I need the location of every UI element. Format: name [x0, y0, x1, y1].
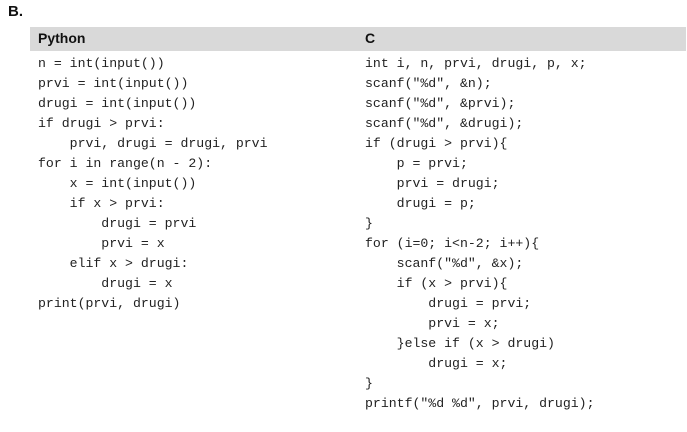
- code-line: }: [365, 216, 373, 231]
- code-line: elif x > drugi:: [38, 256, 189, 271]
- code-line: scanf("%d", &x);: [365, 256, 524, 271]
- code-line: int i, n, prvi, drugi, p, x;: [365, 56, 587, 71]
- code-line: scanf("%d", &n);: [365, 76, 492, 91]
- c-column-header: C: [365, 30, 376, 46]
- code-line: if x > prvi:: [38, 196, 165, 211]
- code-line: prvi = x;: [365, 316, 500, 331]
- code-line: drugi = prvi;: [365, 296, 532, 311]
- code-line: prvi, drugi = drugi, prvi: [38, 136, 268, 151]
- code-line: p = prvi;: [365, 156, 468, 171]
- code-line: printf("%d %d", prvi, drugi);: [365, 396, 595, 411]
- code-line: }: [365, 376, 373, 391]
- code-line: drugi = prvi: [38, 216, 197, 231]
- code-line: scanf("%d", &drugi);: [365, 116, 524, 131]
- code-line: for i in range(n - 2):: [38, 156, 213, 171]
- code-line: prvi = x: [38, 236, 165, 251]
- python-code-block: n = int(input()) prvi = int(input()) drugi…: [38, 54, 268, 314]
- code-line: prvi = drugi;: [365, 176, 500, 191]
- code-line: drugi = int(input()): [38, 96, 197, 111]
- code-line: drugi = x;: [365, 356, 508, 371]
- code-line: }else if (x > drugi): [365, 336, 555, 351]
- python-column-header: Python: [38, 30, 86, 46]
- code-line: print(prvi, drugi): [38, 296, 181, 311]
- code-line: for (i=0; i<n-2; i++){: [365, 236, 540, 251]
- table-header-bar: [30, 27, 686, 51]
- code-line: drugi = p;: [365, 196, 476, 211]
- c-code-block: int i, n, prvi, drugi, p, x; scanf("%d", …: [365, 54, 595, 414]
- code-line: if (drugi > prvi){: [365, 136, 508, 151]
- section-label: B.: [8, 3, 23, 20]
- code-line: scanf("%d", &prvi);: [365, 96, 516, 111]
- code-line: x = int(input()): [38, 176, 197, 191]
- code-line: n = int(input()): [38, 56, 165, 71]
- code-line: drugi = x: [38, 276, 173, 291]
- code-line: prvi = int(input()): [38, 76, 189, 91]
- code-line: if (x > prvi){: [365, 276, 508, 291]
- code-line: if drugi > prvi:: [38, 116, 165, 131]
